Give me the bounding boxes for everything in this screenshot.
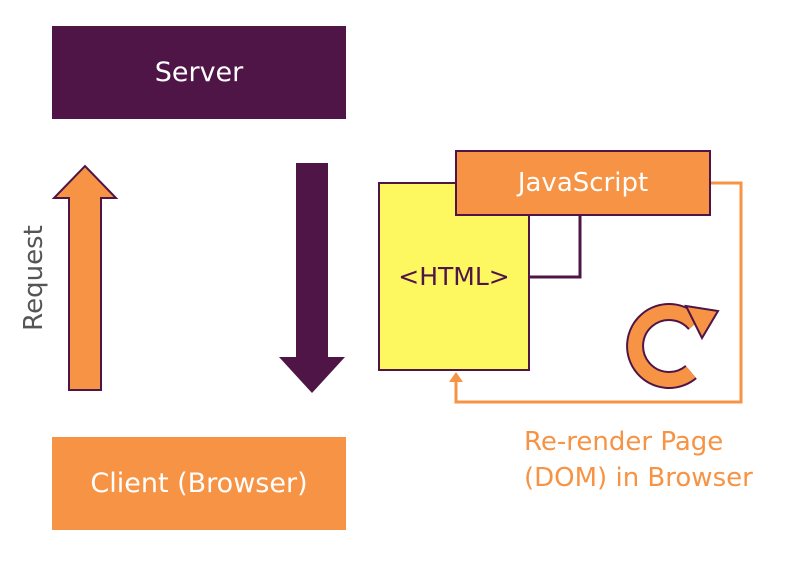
rerender-label: Re-render Page (DOM) in Browser [524,424,753,496]
server-label: Server [154,57,244,88]
request-label: Request [19,225,49,331]
response-arrow [279,163,345,393]
client-label: Client (Browser) [90,468,308,499]
javascript-label: JavaScript [517,168,649,198]
server-box: Server [52,26,346,119]
client-box: Client (Browser) [52,437,346,530]
rerender-label-line1: Re-render Page [524,427,724,457]
js-html-connector [530,216,582,279]
refresh-icon [626,303,720,389]
request-arrow [51,164,119,391]
rerender-loop-arrowhead [449,372,463,382]
javascript-box: JavaScript [455,150,711,216]
html-label: <HTML> [398,262,510,291]
rerender-label-line2: (DOM) in Browser [524,463,753,493]
rerender-loop-line [454,181,743,404]
